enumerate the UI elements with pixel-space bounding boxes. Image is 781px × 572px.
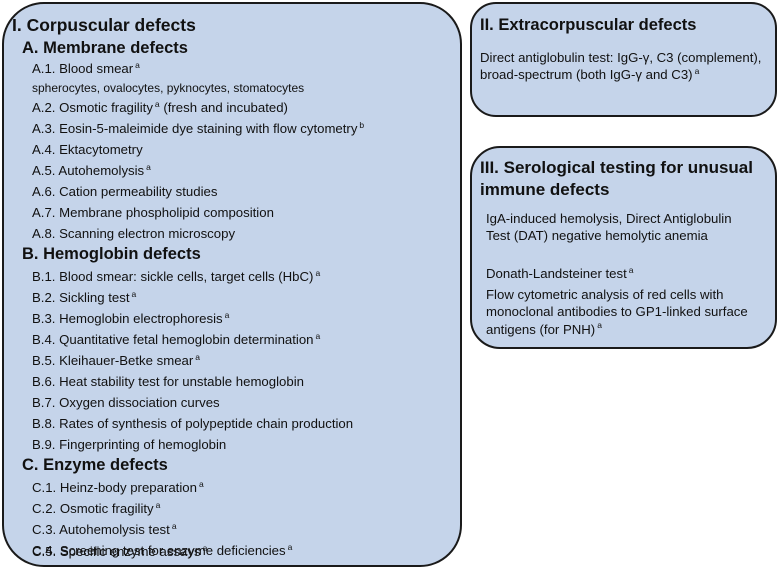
list-item: A.7. Membrane phospholipid composition [32, 205, 274, 220]
corpuscular-defects-box: I. Corpuscular defects A. Membrane defec… [2, 2, 462, 567]
list-item: A.6. Cation permeability studies [32, 184, 218, 199]
serological-title-line1: III. Serological testing for unusual [480, 158, 753, 177]
extracorpuscular-title: II. Extracorpuscular defects [480, 16, 697, 34]
list-item: A.3. Eosin-5-maleimide dye staining with… [32, 119, 365, 136]
list-item: B.1. Blood smear: sickle cells, target c… [32, 267, 321, 284]
serological-title-line2: immune defects [480, 180, 610, 199]
list-item: B.7. Oxygen dissociation curves [32, 395, 220, 410]
list-item: B.8. Rates of synthesis of polypeptide c… [32, 416, 354, 431]
list-item: A.8. Scanning electron microscopy [32, 226, 236, 241]
list-item: IgA-induced hemolysis, Direct Antiglobul… [486, 211, 732, 244]
hemoglobin-defects-heading: B. Hemoglobin defects [22, 245, 201, 263]
enzyme-defects-heading: C. Enzyme defects [22, 456, 168, 474]
list-item: B.6. Heat stability test for unstable he… [32, 374, 304, 389]
serological-testing-box: III. Serological testing for unusual imm… [470, 146, 777, 349]
corpuscular-title: I. Corpuscular defects [12, 15, 196, 35]
list-item: Flow cytometric analysis of red cells wi… [486, 287, 748, 337]
extracorpuscular-defects-box: II. Extracorpuscular defects Direct anti… [470, 2, 777, 117]
extracorpuscular-text: Direct antiglobulin test: IgG-γ, C3 (com… [480, 50, 762, 83]
list-item: spherocytes, ovalocytes, pyknocytes, sto… [32, 81, 305, 95]
list-item: A.4. Ektacytometry [32, 142, 143, 157]
membrane-defects-heading: A. Membrane defects [22, 39, 188, 57]
list-item: B.4. Quantitative fetal hemoglobin deter… [32, 330, 321, 347]
list-item: C.4. Screening test for enzyme deficienc… [32, 541, 293, 558]
list-item: B.9. Fingerprinting of hemoglobin [32, 437, 227, 452]
